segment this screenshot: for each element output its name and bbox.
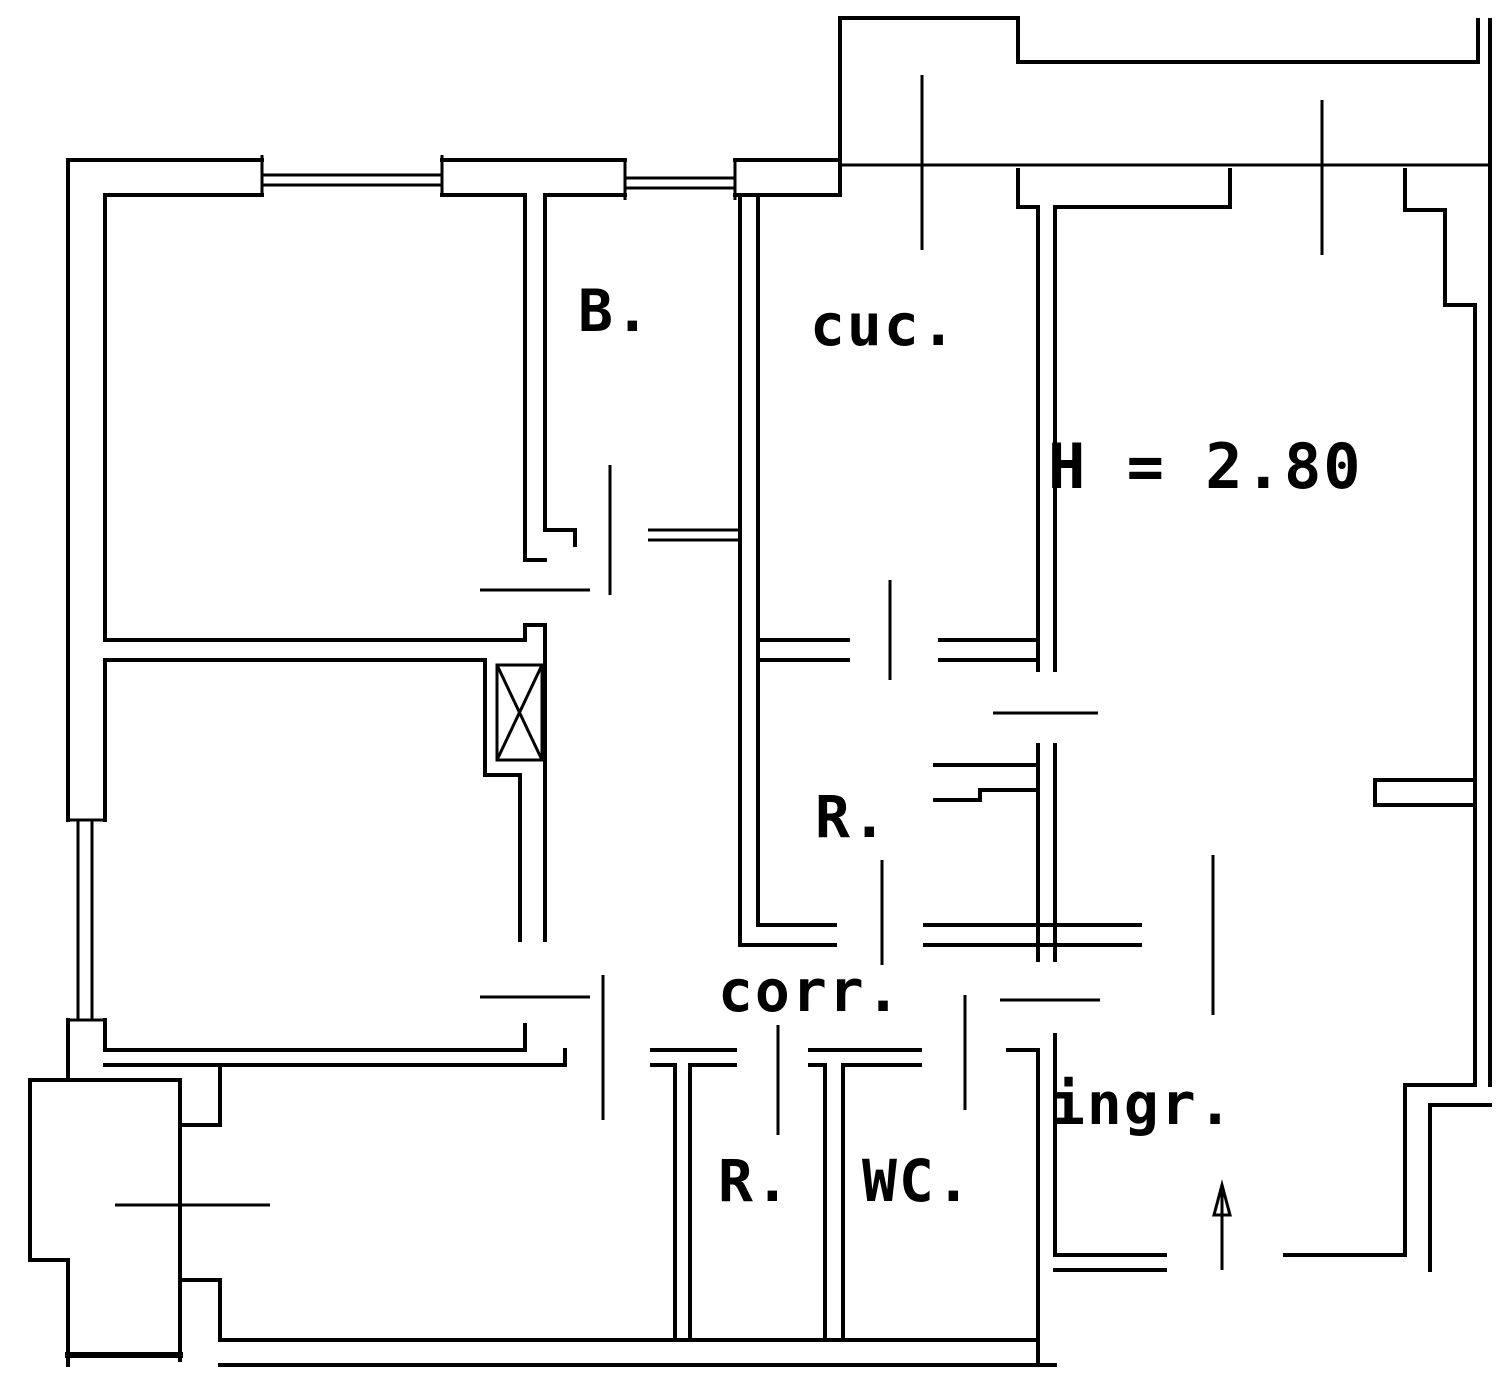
wall-bottom-bedroom (103, 1023, 567, 1067)
room-label-bedroom: B. (578, 277, 652, 345)
door-bath (480, 465, 612, 595)
wall-bath (523, 193, 577, 562)
wall-bottom (218, 1338, 1057, 1367)
door-kitchen (888, 580, 1098, 715)
window-top-left (260, 155, 444, 195)
entrance-arrow-icon (1212, 1179, 1232, 1270)
wall-top-inner (103, 158, 842, 197)
wall-bottom-left (28, 1063, 222, 1367)
door-corr (880, 855, 1215, 1110)
wall-bottom-rooms (650, 1033, 1167, 1367)
wall-room-r (923, 743, 1142, 962)
window-top-mid (623, 160, 737, 200)
room-label-corridor: corr. (718, 957, 903, 1025)
wall-right-top (1016, 168, 1492, 1087)
wall-kitchen-bottom (756, 638, 1040, 662)
shaft (495, 663, 544, 762)
room-label-entrance: ingr. (1050, 1070, 1235, 1138)
wall-right-bottom (1283, 803, 1492, 1272)
annex-lines (840, 75, 1490, 255)
door-kitchen-bath (648, 528, 740, 542)
room-label-wc: WC. (862, 1147, 973, 1215)
room-label-room-bottom: R. (718, 1147, 792, 1215)
ceiling-height-note: H = 2.80 (1048, 430, 1363, 503)
room-label-kitchen: cuc. (810, 291, 958, 359)
wall-bedroom-divider (103, 623, 547, 942)
wall-kitchen-left (738, 193, 837, 947)
window-left (68, 818, 105, 1022)
door-bedroom (480, 975, 605, 1120)
room-label-room-middle: R. (815, 783, 889, 851)
wall-left (66, 158, 107, 1082)
